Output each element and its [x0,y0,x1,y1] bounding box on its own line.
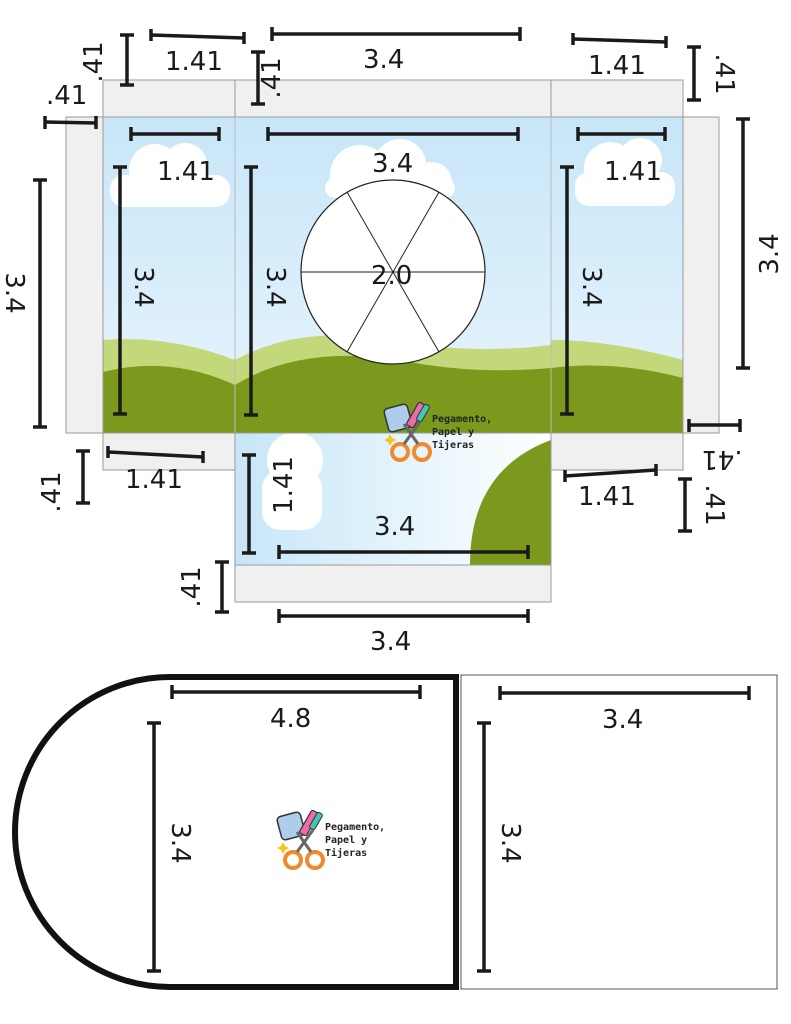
dim-floor-flap-w: 3.4 [370,627,411,657]
dim-bottom-flap-left-h: .41 [37,471,67,512]
dim-bottom-flap-right-w: 1.41 [578,482,636,512]
dim-arch-h: 3.4 [165,822,195,863]
side-flap-right [682,116,720,434]
dim-wheel-diameter: 2.0 [371,261,412,291]
logo2-line-1: Pegamento, [325,822,385,833]
hill-dark [103,355,551,433]
dim-panel-left-h: 3.4 [128,266,158,307]
dim-square-w: 3.4 [602,705,643,735]
side-flap-left [65,116,104,434]
dim-panel-mid-w: 3.4 [372,149,413,179]
cloud-left [110,143,230,207]
square-piece [460,674,778,990]
dim-panel-left-w: 1.41 [157,157,215,187]
dim-side-left-h: 3.4 [0,272,29,313]
brand-logo: Pegamento, Papel y Tijeras [383,401,492,462]
dim-side-right-h: 3.4 [755,233,785,274]
logo-line-3: Tijeras [432,439,474,451]
wheel-circle [300,179,486,365]
dim-floor-w: 3.4 [374,512,415,542]
dim-panel-mid-h: 3.4 [260,266,290,307]
floor-flap [234,564,552,603]
dim-top-flap-mid-w: 3.4 [363,45,404,75]
brand-logo-2: Pegamento, Papel y Tijeras [276,809,385,870]
dim-top-flap-right-w: 1.41 [588,51,646,81]
dim-panel-right-h: 3.4 [576,266,606,307]
dim-top-flap-right-h: .41 [709,53,739,94]
arch-piece [12,674,459,990]
dim-side-flap-left-w: .41 [46,81,87,111]
top-flap-middle [234,79,552,118]
top-flap-right [550,79,684,118]
dimension-lines-bottom [147,685,751,973]
scene-panels [103,117,551,433]
dim-top-flap-mid-h: .41 [257,57,287,98]
dim-bottom-flap-right-h: .41 [699,484,729,525]
dim-square-h: 3.4 [495,822,525,863]
dim-floor-flap-h: .41 [177,566,207,607]
dim-side-flap-right-w: .41 [701,444,742,474]
scene-panel-right [551,117,683,433]
dim-floor-h: 1.41 [269,456,299,514]
logo2-line-2: Papel y [325,835,367,846]
dim-bottom-flap-left-w: 1.41 [125,465,183,495]
dimension-labels-bottom: 4.8 3.4 3.4 3.4 [165,704,643,864]
dim-arch-w: 4.8 [270,704,311,734]
logo-line-2: Papel y [432,427,474,438]
logo2-line-3: Tijeras [325,847,367,859]
cloud-right [575,138,675,206]
dim-top-flap-left-h: .41 [79,41,109,82]
dimension-labels-top: 1.41 3.4 1.41 .41 .41 .41 .41 3.4 3.4 1.… [0,41,785,657]
dim-top-flap-left-w: 1.41 [165,47,223,77]
logo-line-1: Pegamento, [432,414,492,425]
dim-panel-right-w: 1.41 [604,157,662,187]
dimension-lines-top [33,27,750,623]
bottom-flap-right [550,432,684,471]
